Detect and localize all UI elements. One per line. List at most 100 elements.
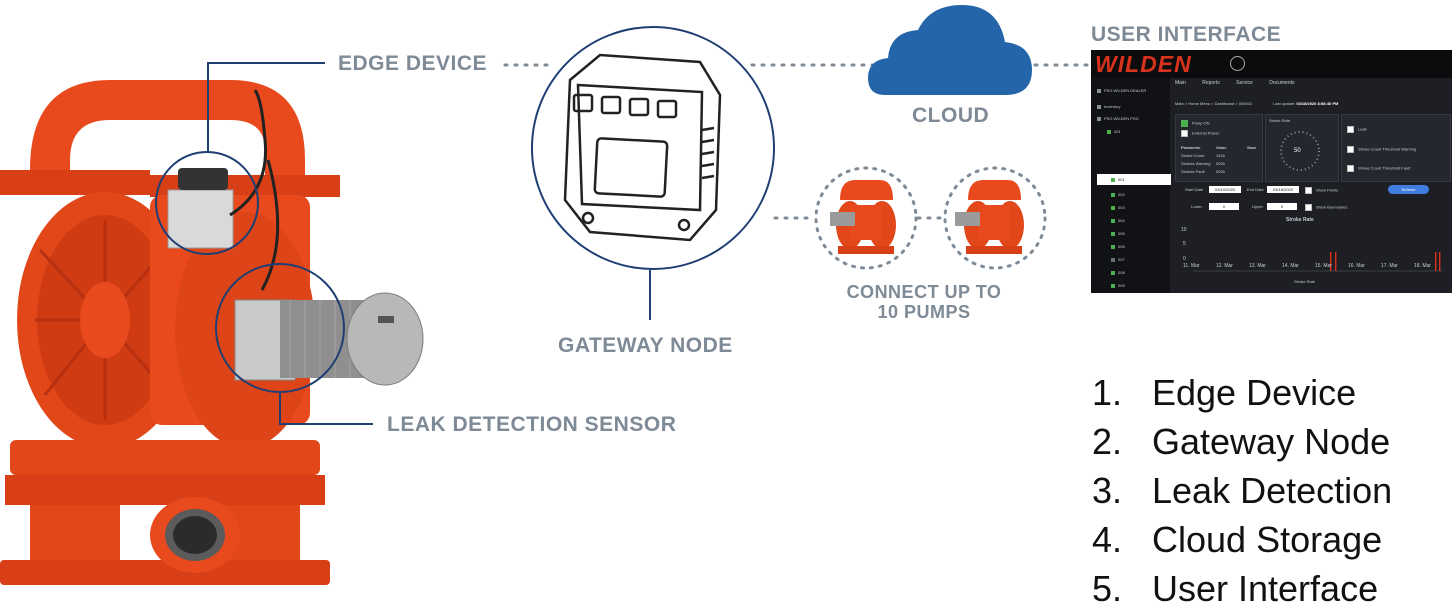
fault-alarm: Stroke Count Threshold Fault [1347,165,1410,172]
tab-documents[interactable]: Documents [1269,80,1295,86]
connect-pumps-label-line2: 10 PUMPS [877,302,971,322]
lower-input[interactable]: 0 [1209,203,1239,210]
legend-item: 4. Cloud Storage [1092,515,1392,564]
legend-item: 3. Leak Detection [1092,466,1392,515]
chart-xtick: 15. Mar [1315,263,1332,269]
pump-status-panel [1175,114,1263,182]
sidebar-item: 006 [1111,244,1125,249]
param-row: Stroke Count [1181,153,1205,158]
ui-nav-tabs: Main Reports Service Documents [1175,80,1310,86]
connect-pumps-label-line1: CONNECT UP TO [846,282,1002,302]
chart-xtick: 11. Mar [1183,263,1200,269]
chart-xtick: 14. Mar [1282,263,1299,269]
param-row: Strokes Warning [1181,161,1211,166]
legend-text: Edge Device [1152,372,1357,413]
ui-sidebar: PSG WILDEN DEALER Inventory PSG WILDEN P… [1091,78,1171,293]
architecture-diagram [0,5,1089,585]
legend-text: Cloud Storage [1152,519,1383,560]
sidebar-item: Inventory [1097,104,1120,109]
edge-device-label: EDGE DEVICE [338,52,488,75]
gateway-node-circle [531,26,775,270]
warning-alarm: Stroke Count Threshold Warning [1347,146,1416,153]
sidebar-item: 003 [1111,205,1125,210]
ui-breadcrumb: Main > Home Menu > Dashboard > 000001 La… [1175,101,1339,106]
pump-thumbnail-2 [955,180,1024,254]
legend-item: 5. User Interface [1092,564,1392,613]
chart-ytick: 5 [1183,241,1186,247]
sidebar-item: 009 [1111,283,1125,288]
tab-service[interactable]: Service [1236,80,1253,86]
legend-text: Leak Detection [1152,470,1393,511]
user-interface-screenshot: WILDEN PSG WILDEN DEALER Inventory PSG W… [1091,50,1452,293]
ui-header-bar: WILDEN [1091,50,1452,78]
param-value[interactable]: 9000 [1216,169,1225,174]
sidebar-item: 002 [1111,192,1125,197]
chart-xtick: 16. Mar [1348,263,1365,269]
sidebar-item: 001 [1111,177,1125,182]
tab-reports[interactable]: Reports [1202,80,1220,86]
gauge-value: 50 [1294,148,1301,154]
chart-xtick: 13. Mar [1249,263,1266,269]
chart-ytick: 10 [1181,227,1187,233]
param-row: Strokes Fault [1181,169,1205,174]
sidebar-item: PSG WILDEN DEALER [1097,88,1146,93]
user-interface-label: USER INTERFACE [1091,23,1282,46]
start-date-label: Start Date [1185,187,1204,192]
sidebar-item: 008 [1111,270,1125,275]
legend-item: 2. Gateway Node [1092,417,1392,466]
cloud-label: CLOUD [912,104,990,127]
param-header: Parameter [1181,145,1201,150]
menu-icon [1230,56,1245,71]
legend-text: Gateway Node [1152,421,1391,462]
chart-ytick: 0 [1183,256,1186,262]
end-date-label: End Date [1247,187,1264,192]
legend-number: 5. [1092,568,1123,609]
sidebar-item: PSG WILDEN PSG [1097,116,1139,121]
end-date-input[interactable]: 03/18/2020 [1267,186,1299,193]
pump-on-status: Pump ON [1181,120,1210,127]
refresh-button[interactable]: Refresh [1388,185,1429,194]
lower-label: Lower [1191,204,1202,209]
leak-sensor-label: LEAK DETECTION SENSOR [387,413,677,436]
chart-xtick: 18. Mar [1414,263,1431,269]
component-legend: 1. Edge Device 2. Gateway Node 3. Leak Dete… [1092,368,1392,613]
legend-number: 1. [1092,372,1123,413]
leak-sensor-leader-line [279,392,373,425]
pump-thumbnail-1 [830,180,896,254]
stroke-rate-chart [1193,252,1443,272]
start-date-input[interactable]: 03/10/2020 [1209,186,1241,193]
value-header: Value [1216,145,1227,150]
sidebar-item: 007 [1111,257,1125,262]
legend-number: 3. [1092,470,1123,511]
gateway-device-icon [563,53,722,242]
legend-text: User Interface [1152,568,1379,609]
chart-xtick: 12. Mar [1216,263,1233,269]
alarms-panel [1341,114,1451,182]
show-boundaries-toggle[interactable]: Show Boundaries [1305,204,1347,211]
stroke-rate-gauge-panel [1265,114,1339,182]
legend-number: 4. [1092,519,1123,560]
chart-title: Stroke Rate [1286,217,1314,223]
param-value[interactable]: 9000 [1216,161,1225,166]
param-value[interactable]: 1440 [1216,153,1225,158]
show-points-toggle[interactable]: Show Points [1305,187,1338,194]
sidebar-selected-row [1097,174,1171,185]
stroke-rate-gauge [1280,131,1320,171]
tab-main[interactable]: Main [1175,80,1186,86]
gauge-title: Stroke Rate [1269,118,1291,123]
gateway-node-label: GATEWAY NODE [558,334,733,357]
upper-label: Upper [1252,204,1263,209]
sidebar-item: 005 [1111,231,1125,236]
chart-legend: Stroke Rate [1294,279,1316,284]
connect-pumps-label: CONNECT UP TO 10 PUMPS [824,282,1024,322]
legend-item: 1. Edge Device [1092,368,1392,417]
external-power-status: External Power [1181,130,1219,137]
wilden-logo: WILDEN [1095,51,1192,77]
legend-number: 2. [1092,421,1123,462]
upper-input[interactable]: 5 [1267,203,1297,210]
pump-illustration [0,80,424,585]
cloud-icon [868,5,1032,95]
leak-alarm: Leak [1347,126,1367,133]
chart-xtick: 17. Mar [1381,263,1398,269]
sidebar-item: 001 [1107,129,1121,134]
